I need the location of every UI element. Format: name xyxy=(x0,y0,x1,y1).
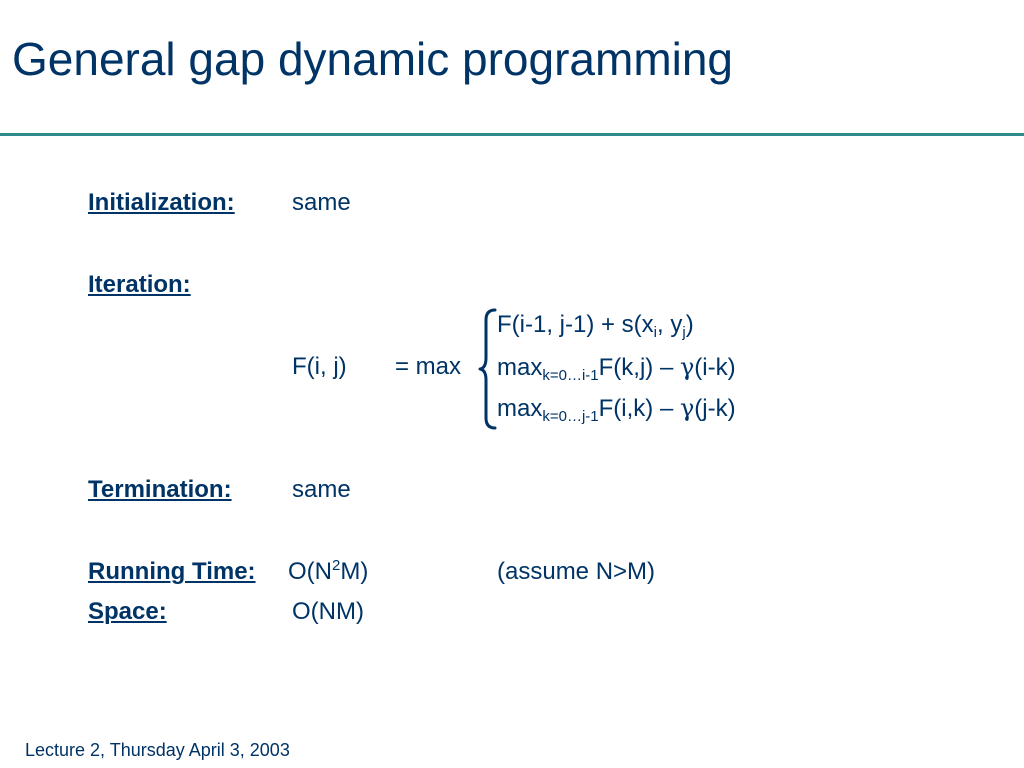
termination-value: same xyxy=(292,476,351,503)
running-time-exponent: 2 xyxy=(332,557,341,574)
iteration-operator: = max xyxy=(395,353,462,380)
case-1-pre: F(i-1, j-1) + s(x xyxy=(497,311,654,338)
case-3-mid: F(i,k) – xyxy=(598,395,680,422)
case-2-mid: F(k,j) – xyxy=(598,354,680,381)
case-1-post: ) xyxy=(685,311,694,338)
case-1-mid: , y xyxy=(657,311,683,338)
iteration-case-3: maxk=0…j-1F(i,k) – γ(j-k) xyxy=(497,394,736,424)
title-divider xyxy=(0,133,1024,136)
iteration-case-1: F(i-1, j-1) + s(xi, yj) xyxy=(497,311,694,341)
iteration-label: Iteration: xyxy=(88,271,191,298)
initialization-label: Initialization: xyxy=(88,189,235,216)
running-time-post: M) xyxy=(340,558,369,585)
case-3-sub: k=0…j-1 xyxy=(542,408,599,425)
running-time-note: (assume N>M) xyxy=(497,558,656,585)
case-3-pre: max xyxy=(497,395,543,422)
case-2-gamma: γ xyxy=(679,353,695,381)
running-time-value: O(N2M) xyxy=(288,557,369,585)
left-brace xyxy=(478,308,497,430)
running-time-pre: O(N xyxy=(288,558,332,585)
case-2-pre: max xyxy=(497,354,543,381)
initialization-value: same xyxy=(292,189,351,216)
termination-label: Termination: xyxy=(88,476,232,503)
space-label: Space: xyxy=(88,598,167,625)
case-3-gamma: γ xyxy=(679,394,695,422)
iteration-lhs: F(i, j) xyxy=(292,353,347,380)
slide-title: General gap dynamic programming xyxy=(12,33,734,85)
case-3-post: (j-k) xyxy=(694,395,736,422)
iteration-case-2: maxk=0…i-1F(k,j) – γ(i-k) xyxy=(497,353,736,383)
case-2-post: (i-k) xyxy=(694,354,736,381)
case-1-sub-j: j xyxy=(682,324,686,341)
space-value: O(NM) xyxy=(292,598,364,625)
running-time-label: Running Time: xyxy=(88,558,256,585)
case-2-sub: k=0…i-1 xyxy=(542,367,599,384)
case-1-sub-i: i xyxy=(653,324,658,341)
footer-text: Lecture 2, Thursday April 3, 2003 xyxy=(25,740,290,760)
